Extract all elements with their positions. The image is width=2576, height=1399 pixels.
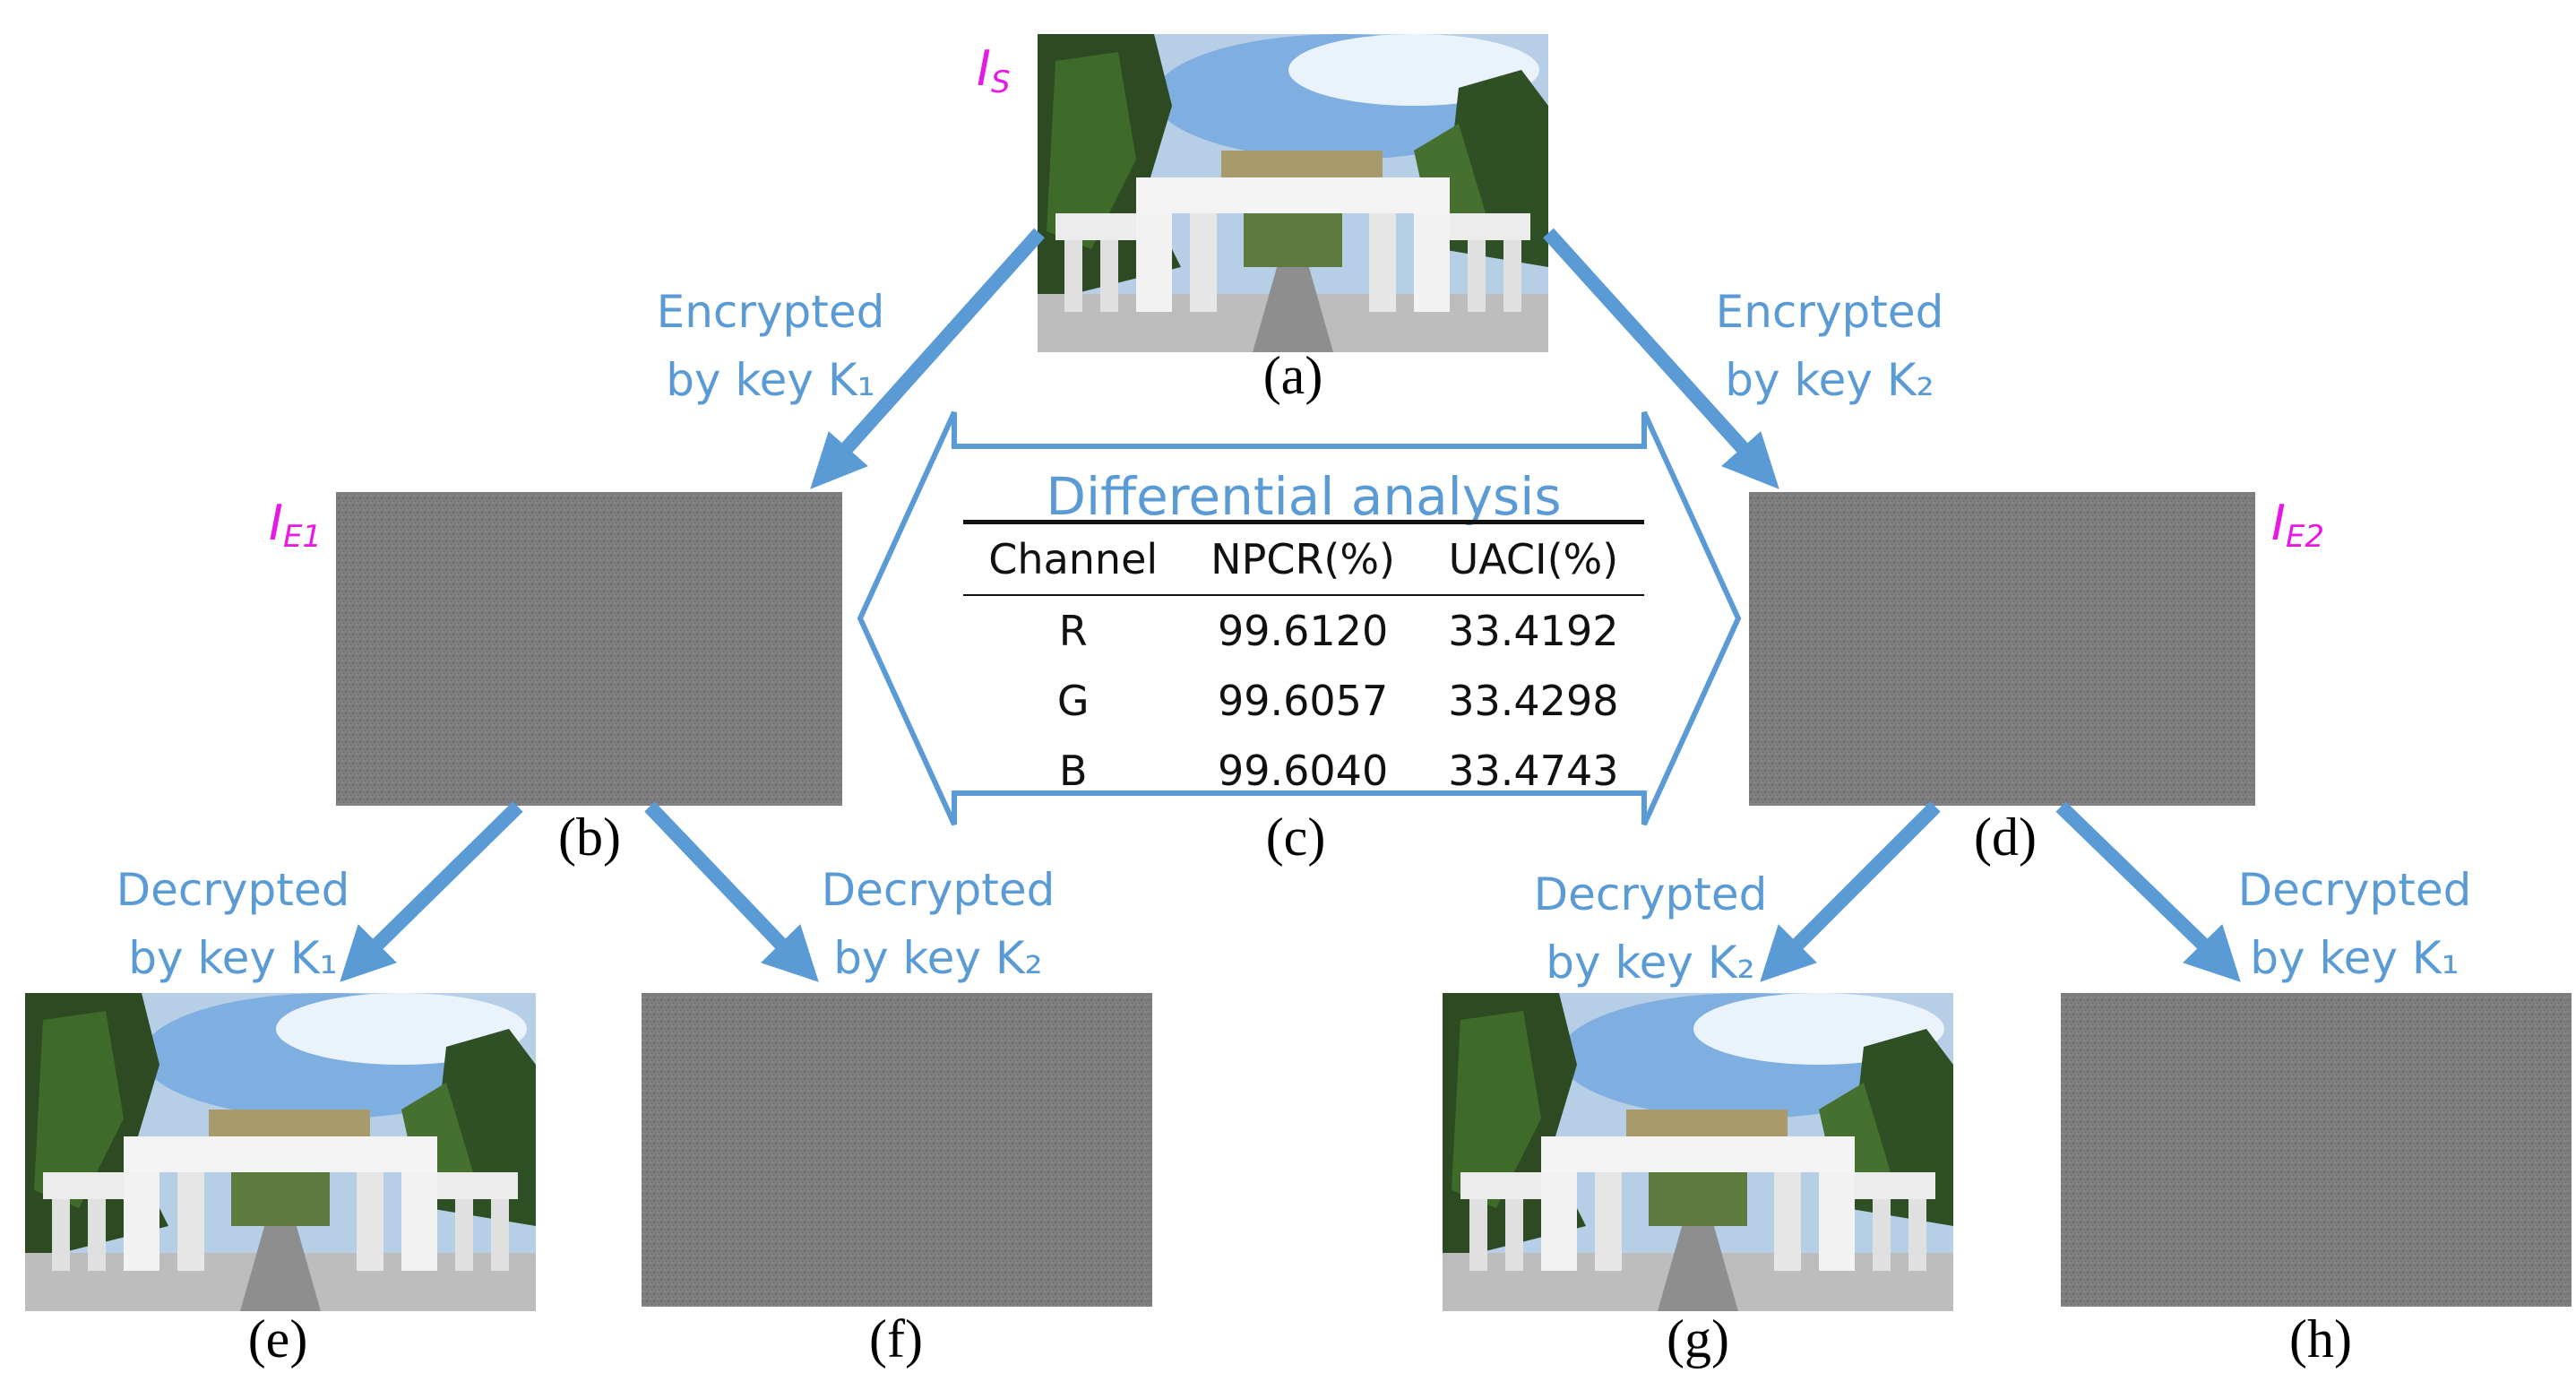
label-decrypt-b-k1-line2: by key K₁ [128,932,338,984]
cell-channel: G [1056,677,1090,725]
label-decrypt-b-k2: Decrypted by key K₂ [795,856,1081,992]
arrow-d-to-g-head [1760,924,1817,982]
table-row: B 99.6040 33.4743 [963,736,1644,806]
cell-channel: B [1058,747,1088,795]
arrow-d-to-g [1791,801,1941,951]
arrow-encrypt-k2 [1543,228,1748,453]
cell-uaci: 33.4192 [1448,607,1619,655]
tag-source: IS [977,40,1011,100]
label-decrypt-d-k2: Decrypted by key K₂ [1507,860,1794,997]
arrow-b-to-f-head [761,924,819,982]
decrypted-image-e [25,993,536,1311]
label-encrypt-k2: Encrypted by key K₂ [1686,278,1973,414]
label-decrypt-b-k1-line1: Decrypted [116,864,350,916]
table-row: R 99.6120 33.4192 [963,595,1644,666]
header-npcr: NPCR(%) [1183,520,1423,596]
header-channel: Channel [963,520,1184,596]
cell-channel: R [1058,607,1088,655]
caption-h: (h) [2289,1309,2352,1369]
caption-g: (g) [1667,1309,1729,1369]
header-uaci: UACI(%) [1422,520,1644,596]
cell-npcr: 99.6040 [1217,747,1389,795]
tag-e1: IE1 [269,495,322,555]
arrow-b-to-e-head [340,924,397,982]
arrow-encrypt-k2-head [1721,431,1779,489]
label-encrypt-k1: Encrypted by key K₁ [627,278,914,414]
noise-image-f [642,993,1152,1307]
caption-f: (f) [869,1309,923,1369]
differential-table: Channel NPCR(%) UACI(%) R 99.6120 33.419… [963,520,1644,806]
arrow-encrypt-k1-head [810,431,868,489]
decrypted-image-g [1443,993,1953,1311]
arrow-b-to-e [371,801,523,951]
noise-image-h [2061,993,2572,1307]
label-decrypt-b-k2-line2: by key K₂ [833,932,1043,984]
label-decrypt-b-k2-line1: Decrypted [821,864,1055,916]
label-encrypt-k2-line2: by key K₂ [1725,354,1934,406]
arrow-d-to-h-head [2183,924,2241,982]
arrow-b-to-f [644,801,788,951]
table-title: Differential analysis [1046,466,1562,527]
cell-uaci: 33.4743 [1448,747,1619,795]
tag-source-sub: S [990,65,1011,100]
tag-source-main: I [977,40,991,97]
cell-npcr: 99.6057 [1217,677,1389,725]
comparison-frame [857,410,1742,826]
tag-e2-main: I [2271,495,2286,551]
caption-d: (d) [1974,807,2037,867]
label-encrypt-k1-line2: by key K₁ [666,354,875,406]
caption-c: (c) [1265,807,1326,867]
tag-e2-sub: E2 [2285,519,2325,555]
tag-e1-main: I [269,495,283,551]
label-decrypt-d-k1-line1: Decrypted [2237,864,2472,916]
encrypted-image-e2 [1749,492,2255,806]
encrypted-image-e1 [336,492,842,806]
arrow-encrypt-k1 [841,228,1045,453]
tag-e2: IE2 [2271,495,2324,555]
label-encrypt-k2-line1: Encrypted [1715,286,1944,338]
cell-uaci: 33.4298 [1448,677,1619,725]
tag-e1-sub: E1 [282,519,323,555]
arrow-d-to-h [2055,801,2210,951]
label-decrypt-b-k1: Decrypted by key K₁ [90,856,376,992]
label-decrypt-d-k1: Decrypted by key K₁ [2211,856,2498,992]
caption-e: (e) [247,1309,308,1369]
label-decrypt-d-k2-line2: by key K₂ [1546,937,1755,989]
label-encrypt-k1-line1: Encrypted [656,286,885,338]
label-decrypt-d-k1-line2: by key K₁ [2250,932,2460,984]
table-header-row: Channel NPCR(%) UACI(%) [963,520,1644,596]
cell-npcr: 99.6120 [1217,607,1389,655]
label-decrypt-d-k2-line1: Decrypted [1533,868,1768,920]
source-image [1038,34,1548,352]
caption-a: (a) [1262,346,1323,405]
table-row: G 99.6057 33.4298 [963,666,1644,736]
caption-b: (b) [558,807,621,867]
